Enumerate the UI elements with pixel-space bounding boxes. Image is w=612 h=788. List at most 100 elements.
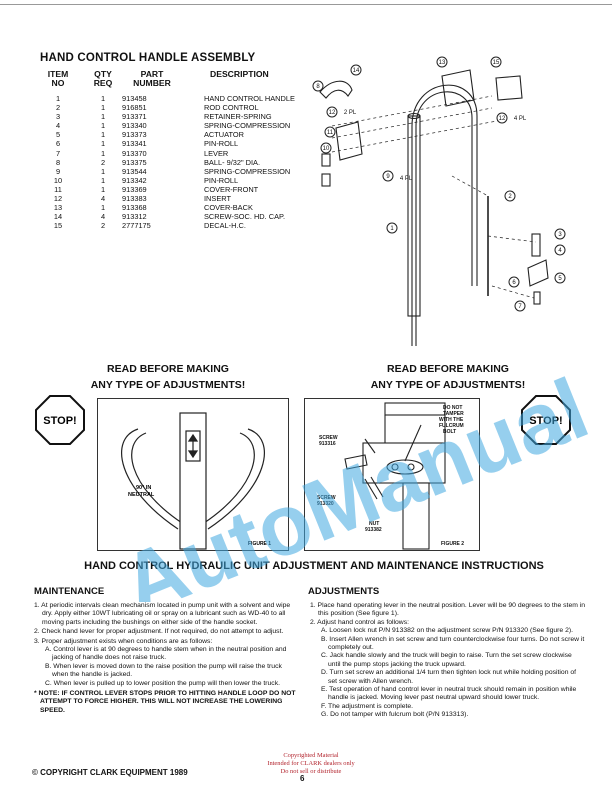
- cell-qty: 1: [100, 139, 106, 149]
- page-number: 6: [300, 774, 305, 783]
- cell-item: 15: [53, 221, 63, 231]
- maintenance-line: A. Control lever is at 90 degrees to han…: [45, 646, 287, 662]
- stop-sign-left-icon: STOP!: [35, 395, 85, 445]
- fig2-nut-num: 913382: [365, 527, 382, 533]
- cell-qty: 1: [100, 121, 106, 131]
- callout-5: 5: [558, 276, 562, 282]
- cell-description: COVER-FRONT: [204, 184, 259, 194]
- maintenance-line: 3. Proper adjustment exists when conditi…: [34, 637, 213, 645]
- cell-description: SPRING-COMPRESSION: [204, 121, 291, 131]
- page-title: HAND CONTROL HANDLE ASSEMBLY: [40, 52, 256, 64]
- exploded-assembly-diagram: 14 13 15 12 12 11 10 9 1 2 3 4 5 6 7 8 2…: [312, 56, 566, 346]
- cover-back-part: [441, 69, 475, 107]
- read-line1-right: READ BEFORE MAKING: [387, 363, 509, 375]
- adjustments-line: 2. Adjust hand control as follows:: [310, 618, 409, 626]
- col-header-qty-line2: REQ: [93, 78, 113, 88]
- maintenance-text: 1. At periodic intervals clean mechanism…: [34, 602, 296, 715]
- cell-part: 2777175: [122, 221, 151, 231]
- figure-1-caption: FIGURE 1: [248, 541, 271, 547]
- adjustments-heading: ADJUSTMENTS: [308, 586, 380, 597]
- callout-12: 12: [499, 116, 506, 122]
- cell-item: 12: [53, 194, 63, 204]
- parts-table: ITEM QTY PART DESCRIPTION NO REQ NUMBER …: [28, 70, 332, 231]
- adjustments-line: B. Insert Allen wrench in set screw and …: [321, 635, 585, 652]
- read-before-left: READ BEFORE MAKING ANY TYPE OF ADJUSTMEN…: [68, 361, 268, 393]
- cell-part: 913373: [122, 130, 147, 140]
- cell-item: 11: [54, 184, 62, 194]
- cell-description: COVER-BACK: [204, 203, 253, 213]
- stamp-line-2: Intended for CLARK dealers only: [267, 760, 355, 767]
- cell-part: 913371: [122, 112, 147, 122]
- qty-note-4pl-b: 4 PL: [400, 176, 413, 182]
- cell-part: 913312: [122, 212, 147, 222]
- maintenance-line: 1. At periodic intervals clean mechanism…: [34, 602, 291, 626]
- cell-item: 2: [55, 103, 61, 113]
- callout-14: 14: [353, 68, 360, 74]
- callout-13: 13: [439, 60, 446, 66]
- callout-11: 11: [327, 130, 334, 136]
- qty-note-4pl: 4 PL: [514, 116, 527, 122]
- cell-qty: 1: [100, 130, 106, 140]
- cell-part: 916851: [122, 103, 147, 113]
- fig2-tamper-3: WITH THE: [439, 417, 464, 423]
- insert-part-2: [321, 173, 331, 187]
- stop-text-right: STOP!: [529, 415, 562, 427]
- read-line1-left: READ BEFORE MAKING: [107, 363, 229, 375]
- lever-part: [319, 80, 353, 99]
- table-row: 5 1 913373 ACTUATOR: [28, 130, 332, 139]
- cell-item: 13: [53, 203, 63, 213]
- cell-qty: 4: [100, 212, 106, 222]
- cell-part: 913370: [122, 148, 147, 158]
- cell-qty: 4: [100, 194, 106, 204]
- parts-table-header: ITEM QTY PART DESCRIPTION: [28, 70, 332, 79]
- cell-description: ROD CONTROL: [204, 103, 259, 113]
- cell-qty: 1: [100, 94, 106, 103]
- cell-item: 14: [53, 212, 63, 222]
- figure-2: DO NOT TAMPER WITH THE FULCRUM BOLT SCRE…: [304, 398, 480, 551]
- handle-loop-inner: [415, 91, 473, 346]
- cell-description: ACTUATOR: [204, 130, 244, 140]
- cell-description: SCREW-SOC. HD. CAP.: [204, 212, 286, 222]
- cell-part: 913458: [122, 94, 147, 103]
- callout-2: 2: [508, 194, 512, 200]
- adjustments-text: 1. Place hand operating lever in the neu…: [310, 602, 586, 720]
- copyright: © COPYRIGHT CLARK EQUIPMENT 1989: [32, 768, 188, 777]
- stop-text-left: STOP!: [43, 415, 76, 427]
- callout-12b: 12: [329, 110, 336, 116]
- cell-description: PIN-ROLL: [204, 139, 239, 149]
- col-header-part-line2: NUMBER: [133, 78, 171, 88]
- cell-item: 5: [55, 130, 61, 140]
- maintenance-heading: MAINTENANCE: [34, 586, 105, 597]
- cell-qty: 2: [100, 157, 106, 167]
- cell-part: 913544: [122, 166, 147, 176]
- fig2-screw2-num: 913320: [317, 501, 334, 507]
- read-line2-left: ANY TYPE OF ADJUSTMENTS!: [90, 379, 246, 391]
- cell-part: 913383: [122, 194, 147, 204]
- cell-description: HAND CONTROL HANDLE: [204, 94, 295, 103]
- cell-qty: 1: [100, 103, 106, 113]
- cell-description: DECAL-H.C.: [204, 221, 246, 231]
- fig1-neutral-label-1: 90° IN: [136, 485, 151, 491]
- cell-description: INSERT: [204, 194, 231, 204]
- cell-qty: 1: [100, 184, 106, 194]
- handle-stem-top: [407, 112, 421, 120]
- fig2-screw1-label: SCREW: [319, 435, 338, 441]
- callout-1: 1: [390, 226, 394, 232]
- col-header-item: ITEM: [47, 69, 69, 79]
- cell-description: RETAINER-SPRING: [204, 112, 272, 122]
- qty-note-2pl: 2 PL: [344, 110, 357, 116]
- fig2-tamper-5: BOLT: [443, 429, 456, 435]
- cell-item: 7: [55, 148, 61, 158]
- figure-1-drawing: 90° IN NEUTRAL FIGURE 1: [121, 412, 271, 550]
- col-header-part: PART: [140, 69, 164, 79]
- stamp-line-1: Copyrighted Material: [283, 752, 339, 759]
- fig2-tamper-4: FULCRUM: [439, 423, 464, 429]
- cell-description: PIN-ROLL: [204, 175, 239, 185]
